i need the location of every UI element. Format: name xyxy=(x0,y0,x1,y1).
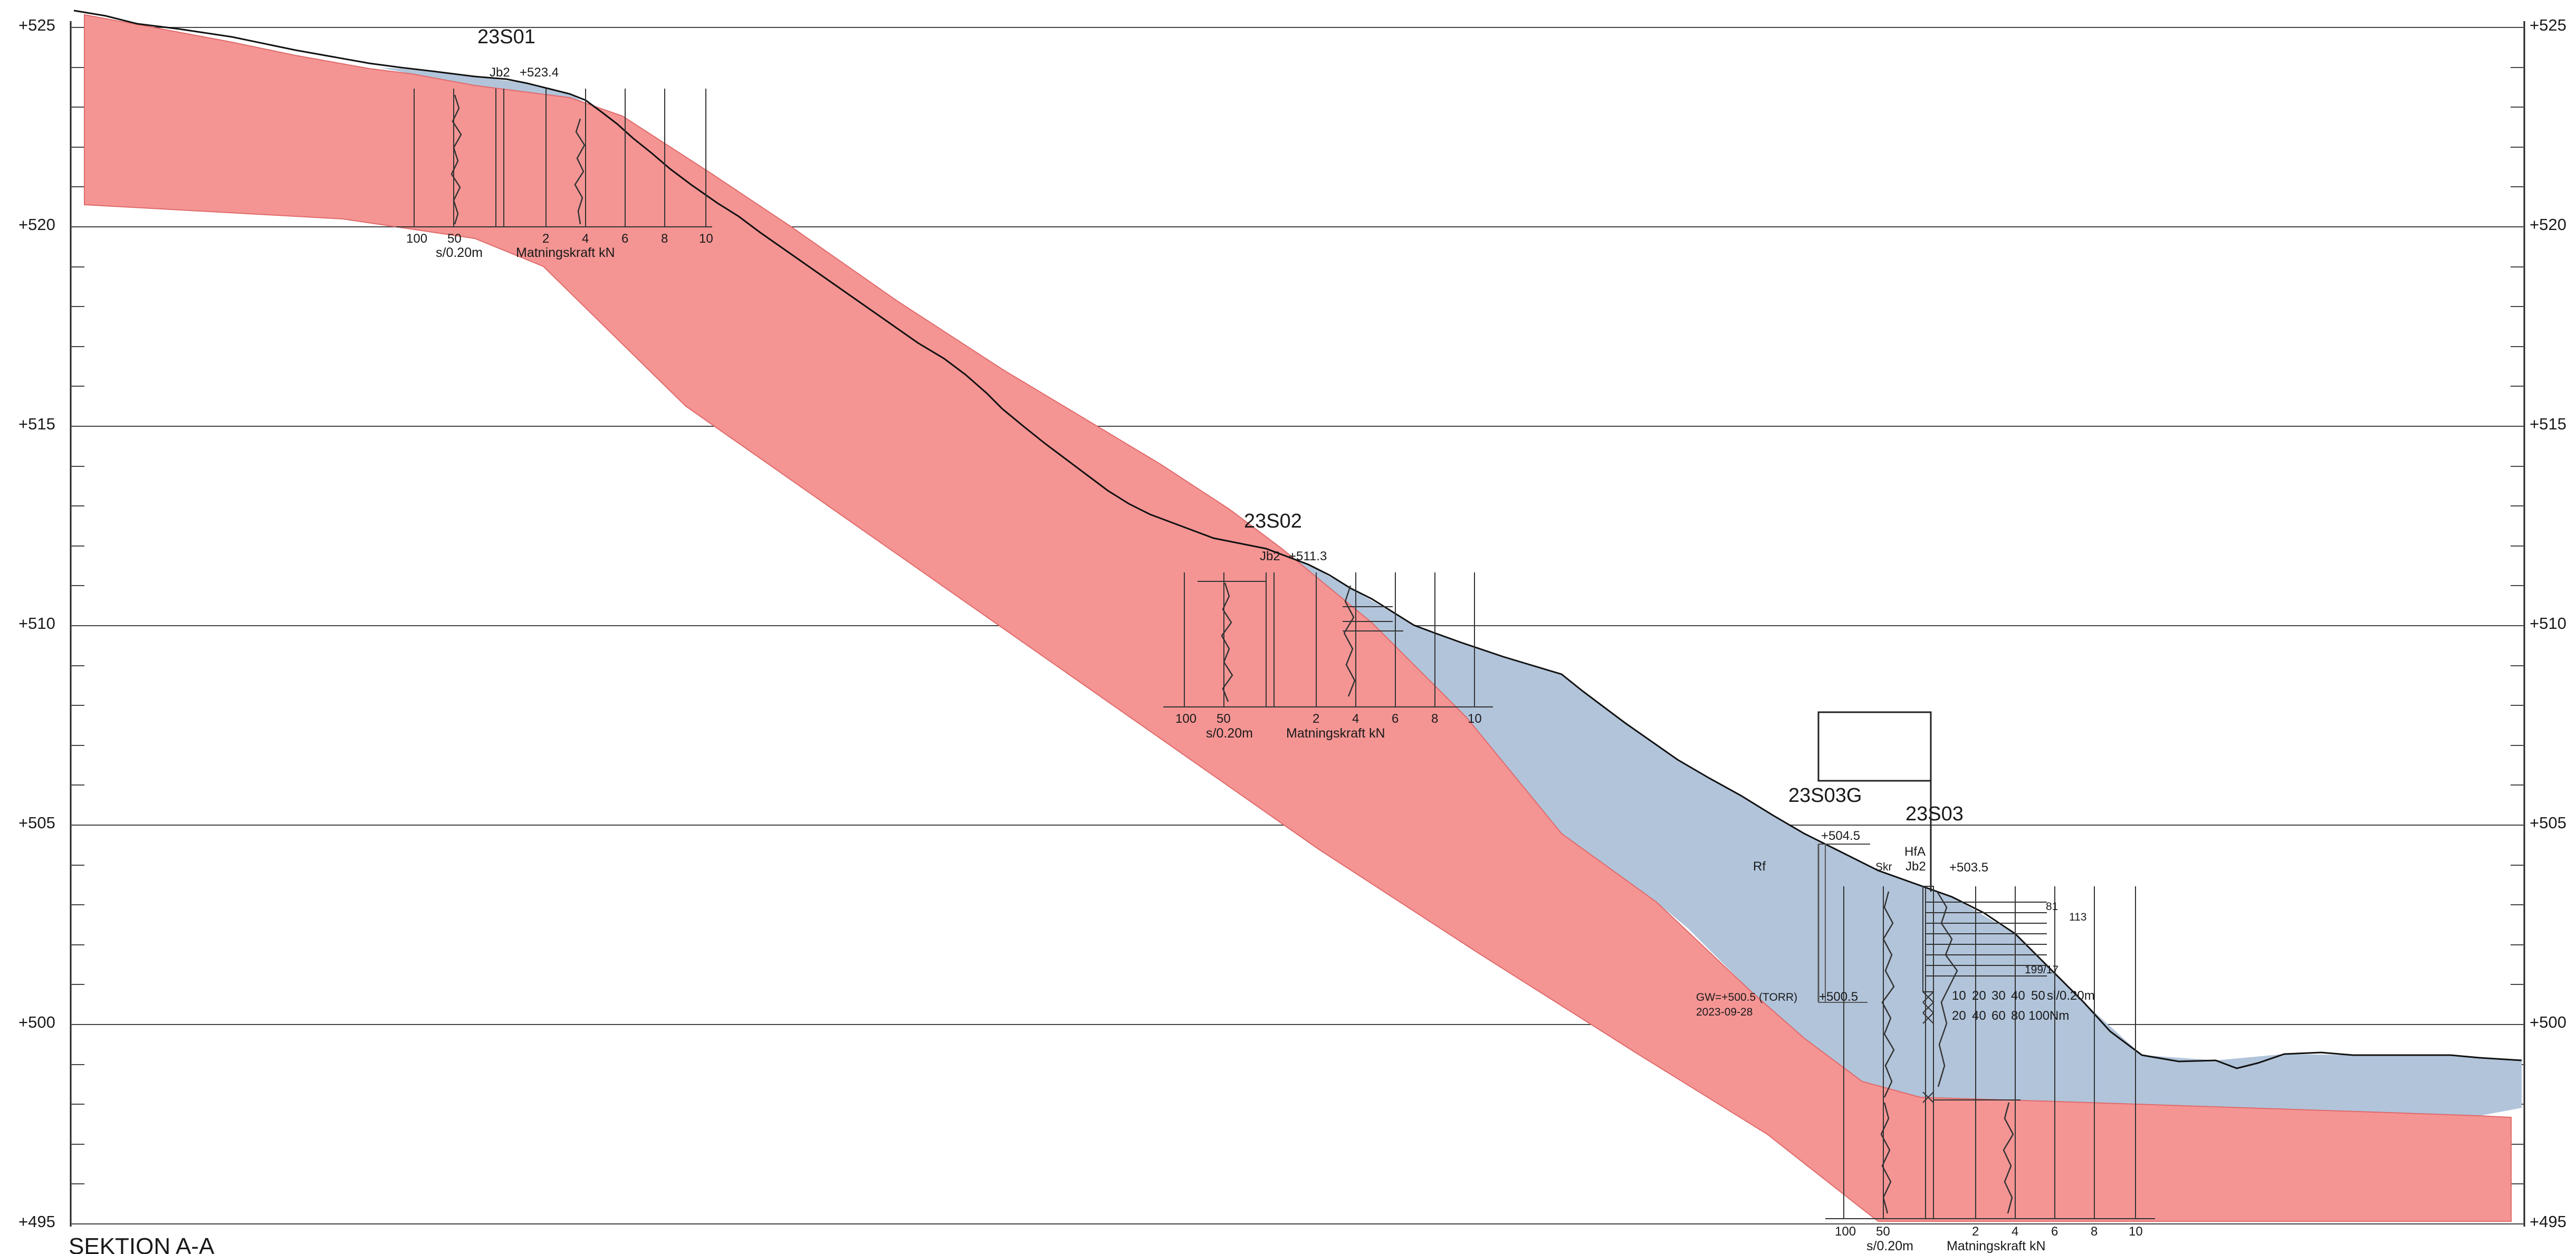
elev-label-510-right: +510 xyxy=(2530,614,2567,633)
borehole-23s03g-lower-level: +500.5 xyxy=(1819,990,1858,1004)
borehole-23s01-sounding-right xyxy=(574,118,586,225)
borehole-23s03-row1-unit: sl/0.20m xyxy=(2047,989,2095,1003)
elev-label-515-left: +515 xyxy=(18,415,55,433)
borehole-23s03-value-113: 113 xyxy=(2069,911,2086,923)
elev-label-495-right: +495 xyxy=(2530,1212,2567,1231)
borehole-23s02-scale-10: 10 xyxy=(1468,712,1482,726)
borehole-23s03-row1-30: 30 xyxy=(1991,989,2006,1003)
elev-label-500-right: +500 xyxy=(2530,1013,2567,1031)
borehole-23s02-scale-2: 2 xyxy=(1313,712,1319,726)
borehole-23s02-scale-100: 100 xyxy=(1175,712,1196,726)
borehole-23s03-row1-40: 40 xyxy=(2011,989,2025,1003)
borehole-23s03g-frame xyxy=(1817,711,1932,782)
borehole-23s01-unit-left: s/0.20m xyxy=(436,245,483,260)
borehole-23s01-scale-4: 4 xyxy=(582,232,589,246)
elev-label-505-left: +505 xyxy=(18,813,55,832)
borehole-23s03-sampler: Skr xyxy=(1875,861,1892,873)
bedrock-layer xyxy=(84,14,2512,1222)
borehole-23s01-title: 23S01 xyxy=(477,26,535,48)
borehole-23s02-sounding-right xyxy=(1343,585,1356,697)
borehole-23s02-elevation: +511.3 xyxy=(1289,549,1327,563)
borehole-23s03: 23S03 HfA Jb2 Skr +503.5 xyxy=(1825,803,2155,1253)
borehole-23s03-scale-4: 4 xyxy=(2012,1224,2018,1239)
borehole-23s03g-soil-code: Rf xyxy=(1753,859,1766,874)
borehole-23s01-scale-50: 50 xyxy=(447,232,462,246)
borehole-23s03-scale-50: 50 xyxy=(1876,1224,1890,1239)
borehole-23s03-elevation: +503.5 xyxy=(1949,860,1988,875)
elev-label-500-left: +500 xyxy=(18,1013,55,1031)
borehole-23s03g-gw-date: 2023-09-28 xyxy=(1696,1006,1753,1018)
borehole-23s01-unit-right: Matningskraft kN xyxy=(516,245,615,260)
borehole-23s01-sounding-left xyxy=(451,94,462,225)
elev-label-520-right: +520 xyxy=(2530,215,2567,234)
borehole-23s03-method-top: HfA xyxy=(1904,845,1926,859)
borehole-23s03-row2-40: 40 xyxy=(1972,1009,1986,1023)
section-title: SEKTION A-A xyxy=(69,1233,215,1254)
elevation-labels-right: +525 +520 +515 +510 +505 +500 +495 xyxy=(2530,16,2567,1231)
borehole-23s03-scale-10: 10 xyxy=(2129,1224,2143,1239)
borehole-23s03-row1-50: 50 xyxy=(2031,989,2045,1003)
borehole-23s03-sounding-lower-left xyxy=(1880,1102,1892,1214)
borehole-23s03-scale-6: 6 xyxy=(2051,1224,2058,1239)
borehole-23s03-row1-10: 10 xyxy=(1952,989,1966,1003)
elev-label-525-right: +525 xyxy=(2530,16,2567,34)
borehole-23s03-method: Jb2 xyxy=(1905,859,1926,874)
borehole-23s03-value-81: 81 xyxy=(2046,901,2058,913)
borehole-23s02-scale-50: 50 xyxy=(1217,712,1231,726)
elev-label-525-left: +525 xyxy=(18,16,55,34)
borehole-23s01-scale-100: 100 xyxy=(406,232,427,246)
borehole-23s03-unit-right: Matningskraft kN xyxy=(1947,1239,2046,1253)
borehole-23s03-row2-20: 20 xyxy=(1952,1009,1966,1023)
borehole-23s01-scale-2: 2 xyxy=(542,232,549,246)
borehole-23s03-title: 23S03 xyxy=(1905,803,1964,825)
elev-label-520-left: +520 xyxy=(18,215,55,234)
borehole-23s02-unit-left: s/0.20m xyxy=(1206,726,1253,741)
borehole-23s03g-title: 23S03G xyxy=(1788,784,1862,807)
borehole-23s03g: 23S03G +504.5 Rf +500.5 GW=+500.5 (TORR)… xyxy=(1696,711,1932,1018)
borehole-23s01-scale-10: 10 xyxy=(699,232,713,246)
borehole-23s01-elevation: +523.4 xyxy=(520,65,559,80)
elev-label-515-right: +515 xyxy=(2530,415,2567,433)
borehole-23s03-row2-80: 80 xyxy=(2011,1009,2025,1023)
borehole-23s03-row2-60: 60 xyxy=(1991,1009,2006,1023)
borehole-23s03-scale-2: 2 xyxy=(1972,1224,1979,1239)
borehole-23s01: 23S01 Jb2 +523.4 100 50 2 4 6 8 10 s/0.2… xyxy=(396,26,713,260)
borehole-23s01-scale-8: 8 xyxy=(661,232,668,246)
borehole-23s02-scale-6: 6 xyxy=(1392,712,1399,726)
borehole-23s03-weight-sounding xyxy=(1936,891,1958,1087)
borehole-23s03-sounding-right xyxy=(2003,1102,2014,1214)
borehole-23s02-unit-right: Matningskraft kN xyxy=(1286,726,1385,741)
borehole-23s02-scale-4: 4 xyxy=(1352,712,1359,726)
borehole-23s02-sounding-left xyxy=(1221,582,1233,702)
elev-label-510-left: +510 xyxy=(18,614,55,633)
borehole-23s03-scale-8: 8 xyxy=(2091,1224,2098,1239)
borehole-23s03-value-199: 199/17 xyxy=(2025,964,2058,976)
borehole-23s01-method: Jb2 xyxy=(490,65,510,80)
borehole-23s03-sounding-left xyxy=(1881,891,1895,1098)
borehole-23s03-scale-100: 100 xyxy=(1835,1224,1856,1239)
elev-label-505-right: +505 xyxy=(2530,813,2567,832)
borehole-23s03-unit-left: s/0.20m xyxy=(1866,1239,1913,1253)
borehole-23s02: 23S02 Jb2 +511.3 100 50 2 4 6 8 10 s/0.2… xyxy=(1163,510,1493,741)
borehole-23s03g-groundwater: GW=+500.5 (TORR) xyxy=(1696,991,1797,1003)
elevation-labels-left: +525 +520 +515 +510 +505 +500 +495 xyxy=(18,16,55,1231)
elevation-ticks xyxy=(71,67,2524,1184)
borehole-23s02-scale-8: 8 xyxy=(1431,712,1438,726)
ground-surface-line xyxy=(73,9,2522,1069)
elev-label-495-left: +495 xyxy=(18,1212,55,1231)
borehole-23s01-scale-6: 6 xyxy=(621,232,628,246)
borehole-23s03-row2-100: 100Nm xyxy=(2028,1009,2069,1023)
borehole-23s03g-elevation: +504.5 xyxy=(1821,829,1860,843)
borehole-23s02-title: 23S02 xyxy=(1244,510,1302,532)
borehole-23s03-row1-20: 20 xyxy=(1972,989,1986,1003)
borehole-23s02-method: Jb2 xyxy=(1260,549,1280,563)
